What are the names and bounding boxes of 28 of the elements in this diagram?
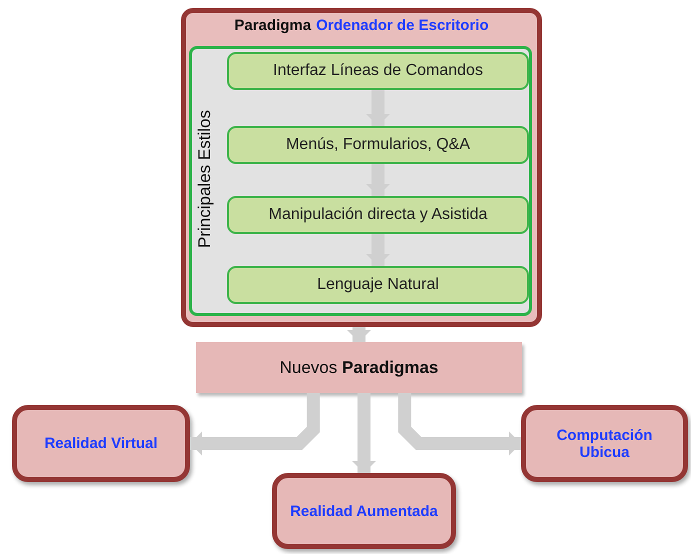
style-label: Manipulación directa y Asistida <box>268 206 488 224</box>
arrow <box>398 393 521 456</box>
style-label: Menús, Formularios, Q&A <box>286 136 470 154</box>
arrow <box>366 164 390 196</box>
style-box <box>227 52 529 90</box>
panel-heading: Paradigma <box>234 17 312 34</box>
panel-heading-highlight: Ordenador de Escritorio <box>316 17 489 34</box>
paradigm-label: Computación Ubicua <box>556 426 654 460</box>
paradigm-panel <box>181 8 542 327</box>
arrow <box>352 393 376 473</box>
style-label: Interfaz Líneas de Comandos <box>273 62 483 80</box>
style-box <box>227 196 529 234</box>
style-box <box>227 126 529 164</box>
paradigm-box <box>12 405 190 482</box>
paradigm-label: Realidad Virtual <box>43 435 159 452</box>
paradigm-box <box>521 405 688 482</box>
vertical-label: Principales Estilos <box>195 109 215 250</box>
arrow <box>366 90 390 126</box>
paradigm-box <box>272 473 456 549</box>
style-box <box>227 266 529 304</box>
band-label: Nuevos Paradigmas <box>280 358 438 378</box>
paradigms-band <box>196 342 522 393</box>
arrow <box>366 234 390 266</box>
arrow <box>190 393 320 456</box>
arrow <box>347 327 371 342</box>
paradigm-label: Realidad Aumentada <box>289 502 439 520</box>
styles-group <box>189 46 532 316</box>
style-label: Lenguaje Natural <box>317 276 439 294</box>
